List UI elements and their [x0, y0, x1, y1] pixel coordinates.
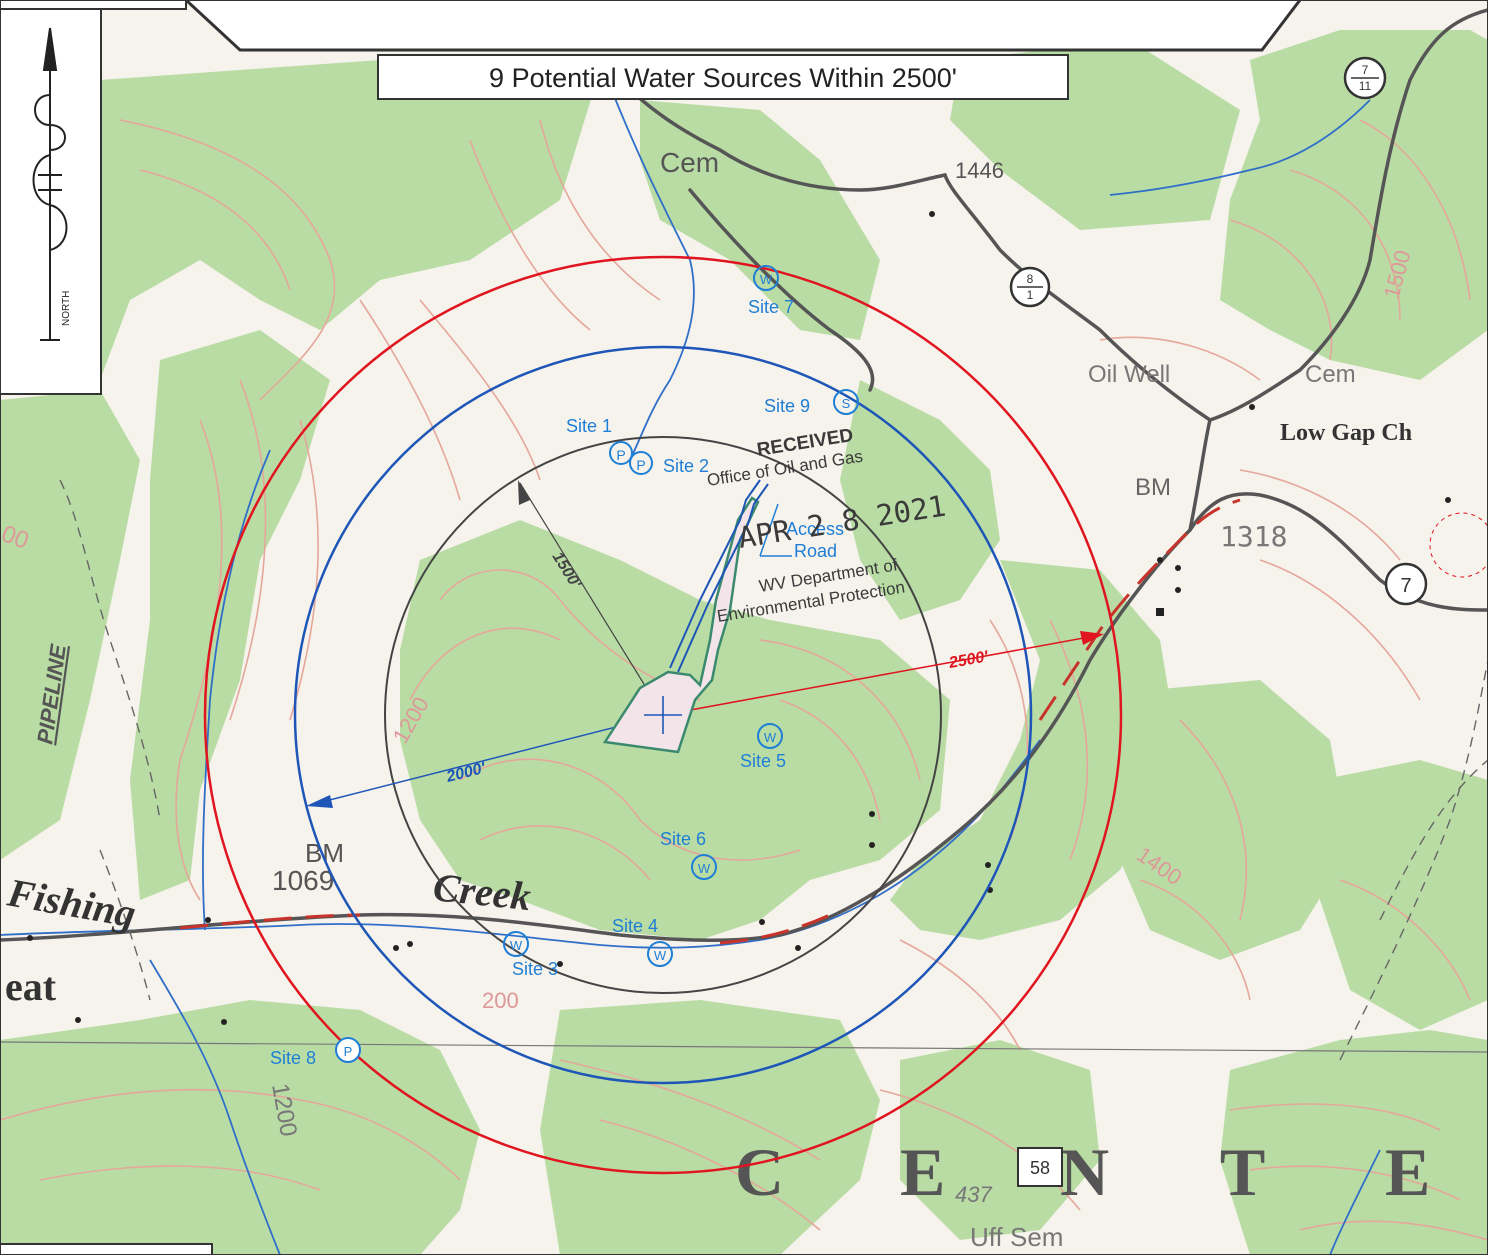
svg-text:W: W: [764, 730, 777, 745]
north-label: NORTH: [61, 291, 72, 326]
center-letter-e2: E: [1385, 1134, 1430, 1210]
route-shield-7-11: 7 11: [1343, 56, 1387, 100]
title-banner: 9 Potential Water Sources Within 2500': [184, 0, 1302, 100]
streams: [0, 59, 1381, 1255]
site-5-label: Site 5: [740, 751, 786, 771]
site-5-marker[interactable]: W Site 5: [740, 723, 786, 771]
uff-sem-label: Uff Sem: [970, 1222, 1063, 1252]
svg-text:S: S: [842, 396, 851, 411]
svg-text:11: 11: [1359, 79, 1372, 93]
svg-text:W: W: [760, 272, 773, 287]
route-shield-8-1: 8 1: [1009, 266, 1051, 308]
site-4-marker[interactable]: Site 4 W: [612, 916, 673, 967]
north-arrow-box: NORTH: [0, 0, 187, 395]
svg-text:1: 1: [1027, 288, 1034, 302]
site-3-label: Site 3: [512, 959, 558, 979]
site-1-label: Site 1: [566, 416, 612, 436]
roads: [0, 8, 1488, 942]
site-7-marker[interactable]: W Site 7: [748, 265, 794, 317]
svg-text:W: W: [654, 948, 667, 963]
low-gap-church-label: Low Gap Ch: [1280, 420, 1412, 446]
site-6-label: Site 6: [660, 829, 706, 849]
cemetery-label-east: Cem: [1305, 361, 1356, 388]
contour-lines: [0, 119, 1488, 1241]
svg-text:W: W: [510, 938, 523, 953]
route-shields: 7 11 8 1 7 58: [1009, 56, 1428, 1187]
svg-text:W: W: [698, 861, 711, 876]
elevation-437: 437: [955, 1182, 992, 1207]
cemetery-label-north: Cem: [660, 147, 719, 178]
center-letter-t: T: [1220, 1134, 1265, 1210]
svg-text:58: 58: [1030, 1158, 1050, 1178]
contour-label-200: 200: [482, 988, 519, 1013]
access-road-line: [669, 479, 769, 673]
site-8-label: Site 8: [270, 1048, 316, 1068]
title-text: 9 Potential Water Sources Within 2500': [489, 63, 957, 93]
svg-text:Access: Access: [786, 519, 844, 539]
center-letter-c: C: [735, 1134, 784, 1210]
site-4-label: Site 4: [612, 916, 658, 936]
svg-text:8: 8: [1027, 272, 1034, 286]
site-1-marker[interactable]: Site 1 P: [566, 416, 633, 465]
site-8-marker[interactable]: Site 8 P: [270, 1037, 361, 1068]
offsite-radius-fragment: [1429, 512, 1488, 578]
site-6-marker[interactable]: Site 6 W: [660, 829, 717, 880]
site-9-label: Site 9: [764, 396, 810, 416]
svg-text:P: P: [636, 457, 645, 473]
forest-areas: [0, 30, 1488, 1255]
section-grid-line: [0, 1041, 1488, 1053]
elevation-1446: 1446: [955, 158, 1004, 183]
radius-circle-2500: [203, 255, 1123, 1175]
radius-circle-1500: [384, 436, 942, 994]
center-letter-n: N: [1060, 1134, 1109, 1210]
elevation-1318: 1318: [1220, 520, 1287, 553]
site-2-label: Site 2: [663, 456, 709, 476]
svg-text:Road: Road: [794, 541, 837, 561]
route-shield-7: 7: [1384, 562, 1428, 606]
radius-label-2500: 2500': [947, 648, 991, 672]
place-label-eat: eat: [5, 964, 57, 1009]
building-dots: [27, 211, 1451, 1025]
site-2-marker[interactable]: P Site 2: [629, 451, 709, 476]
svg-text:7: 7: [1362, 63, 1369, 77]
oil-well-label: Oil Well: [1088, 361, 1170, 388]
well-pad: [602, 496, 760, 754]
svg-text:P: P: [616, 447, 625, 463]
site-7-label: Site 7: [748, 297, 794, 317]
access-road-label: Access Road: [759, 503, 844, 561]
trails: [59, 479, 1488, 1061]
route-shield-58: 58: [1017, 1147, 1063, 1187]
benchmark-east: BM: [1135, 474, 1171, 501]
highway-highlight: [179, 498, 1241, 945]
site-9-marker[interactable]: Site 9 S: [764, 389, 859, 416]
svg-text:P: P: [344, 1044, 353, 1059]
radius-circle-2000: [293, 345, 1033, 1085]
svg-text:7: 7: [1400, 575, 1411, 597]
elevation-1069: 1069: [272, 865, 334, 896]
center-letter-e1: E: [900, 1134, 945, 1210]
water-sources: Site 1 P P Site 2 W Site 3 Site 4 W W Si…: [270, 265, 859, 1068]
benchmark-west: BM: [305, 838, 344, 868]
legend-box-edge: [0, 1243, 213, 1255]
site-3-marker[interactable]: W Site 3: [503, 931, 558, 979]
north-arrow-icon: [32, 27, 68, 341]
